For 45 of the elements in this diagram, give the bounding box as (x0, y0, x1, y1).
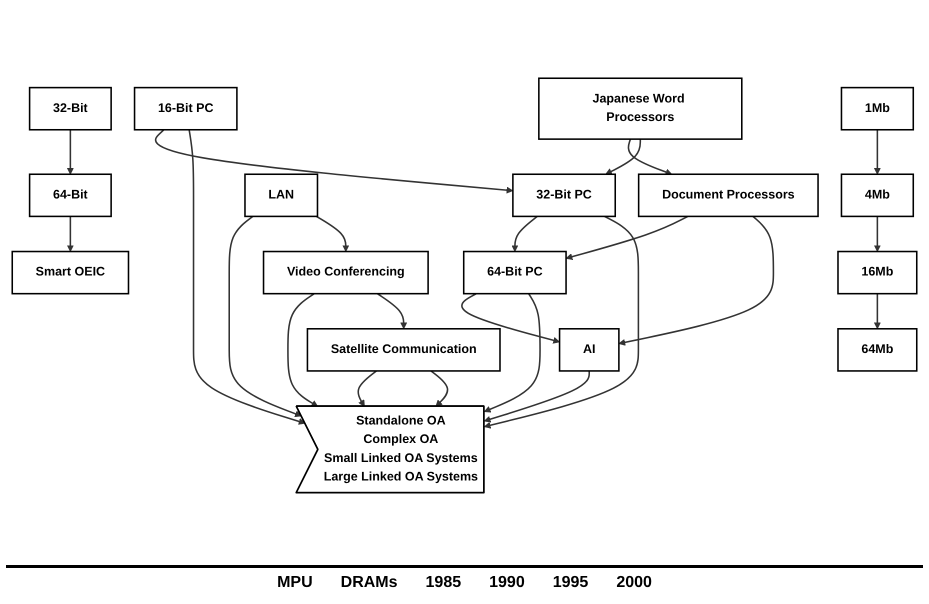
arrow (316, 216, 350, 252)
arrow (66, 216, 74, 252)
arrow (188, 130, 306, 425)
node-box (840, 86, 914, 131)
node-box (11, 250, 130, 294)
arrow (484, 216, 640, 429)
arrow (228, 216, 302, 418)
arrow (605, 139, 642, 175)
axis-label: 2000 (616, 574, 652, 592)
arrow (874, 294, 881, 330)
axis-label: 1995 (552, 574, 588, 592)
arrow (874, 216, 881, 252)
arrow (484, 293, 541, 412)
arrow (287, 293, 318, 407)
arrow (874, 130, 881, 175)
arrow (357, 370, 377, 407)
node-box (28, 86, 112, 131)
arrow (484, 370, 590, 423)
arrow (461, 293, 560, 344)
node-box (840, 173, 914, 218)
arrow (430, 370, 448, 407)
axis-label: DRAMs (340, 574, 398, 592)
arrow (511, 216, 538, 252)
arrow (66, 130, 74, 175)
arrow (155, 129, 514, 194)
node-box (134, 86, 238, 131)
node-box (837, 328, 918, 372)
axis-label: MPU (277, 574, 313, 592)
node-box (512, 173, 616, 218)
node-box (306, 328, 501, 372)
node-box (244, 173, 318, 218)
node-box (558, 328, 620, 372)
axis-label: 1985 (426, 574, 462, 592)
node-box (638, 173, 819, 218)
arrow (628, 138, 672, 176)
node-box (462, 250, 567, 294)
node-box (837, 250, 918, 294)
arrow (618, 216, 774, 346)
arrow (376, 293, 408, 330)
flow-diagram: Japanese Word Processors Document Processors 16-Bit PC 32-Bit PC 64-Bit PC AI Standalone OA Complex OA Small Linked OA Systems Large Linked OA Systems LAN Video Conferencing Satellite Communication 32-Bit 64-Bit Smart OEIC 1Mb 4Mb 16Mb 64Mb (6, 72, 923, 499)
axis-label: 1990 (489, 574, 525, 592)
node-box (28, 173, 112, 218)
arrow (566, 216, 688, 260)
node-box (538, 77, 743, 140)
node-box (262, 250, 429, 294)
